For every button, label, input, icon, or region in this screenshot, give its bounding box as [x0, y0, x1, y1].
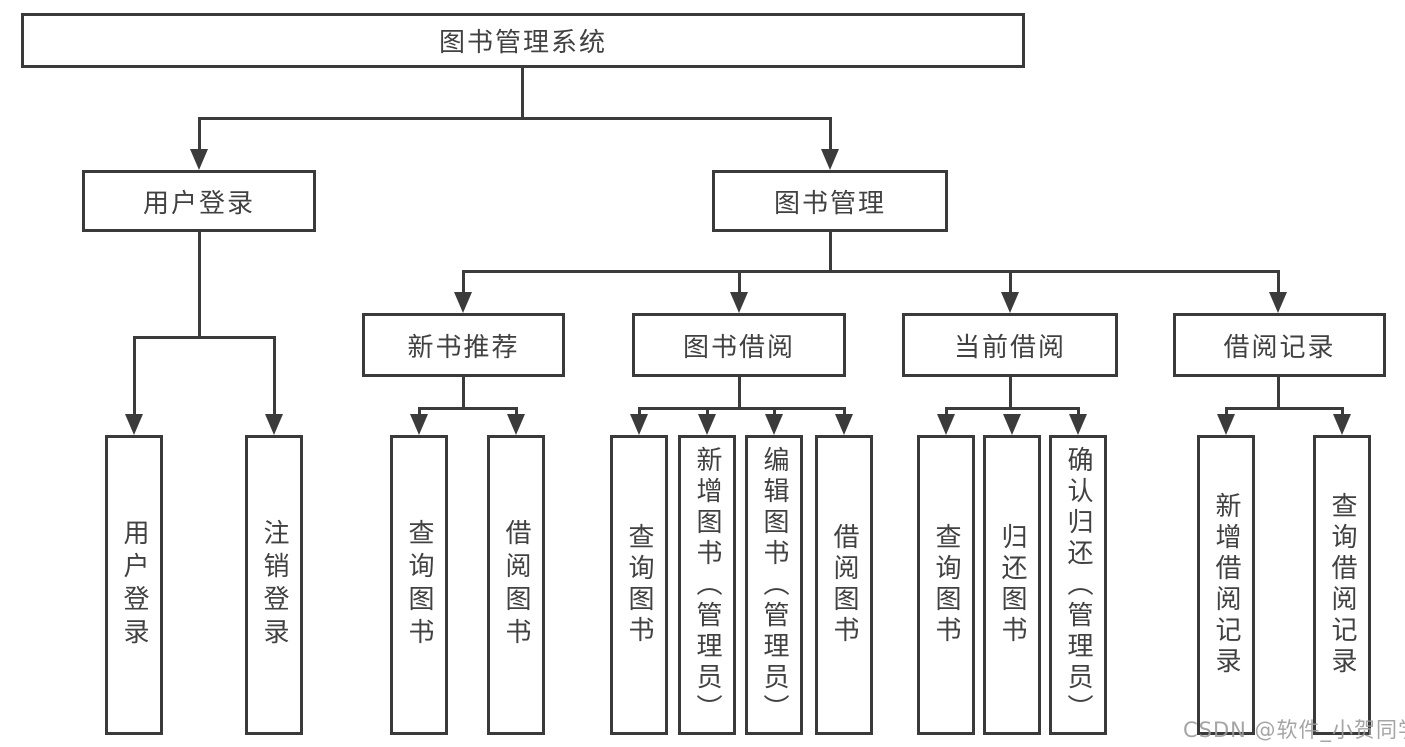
connector-line — [1009, 375, 1012, 409]
arrow-down-icon — [835, 414, 853, 435]
connector-line — [462, 375, 465, 409]
connector-line — [773, 407, 776, 417]
connector-line — [945, 407, 1080, 410]
connector-line — [462, 270, 465, 295]
connector-line — [418, 407, 518, 410]
node-root: 图书管理系统 — [21, 13, 1025, 68]
arrow-down-icon — [454, 292, 472, 313]
arrow-down-icon — [410, 414, 428, 435]
arrow-down-icon — [1217, 414, 1235, 435]
connector-line — [1277, 375, 1280, 409]
connector-line — [945, 407, 948, 417]
arrow-down-icon — [937, 414, 955, 435]
arrow-down-icon — [507, 414, 525, 435]
connector-line — [1341, 407, 1344, 417]
connector-line — [273, 336, 276, 416]
leaf-return-books: 归还图书 — [983, 435, 1041, 735]
connector-line — [638, 407, 846, 410]
connector-line — [738, 270, 741, 295]
connector-line — [462, 270, 1280, 273]
node-book-borrowing: 图书借阅 — [632, 313, 846, 377]
leaf-add-borrow-record: 新增借阅记录 — [1197, 435, 1255, 735]
leaf-query-books-recommend: 查询图书 — [390, 435, 448, 735]
leaf-logout: 注销登录 — [245, 435, 303, 735]
arrow-down-icon — [765, 414, 783, 435]
connector-line — [706, 407, 709, 417]
connector-line — [133, 336, 276, 339]
connector-line — [829, 231, 832, 272]
arrow-down-icon — [630, 414, 648, 435]
node-new-book-recommend: 新书推荐 — [362, 313, 565, 377]
arrow-down-icon — [1003, 414, 1021, 435]
leaf-borrow-books-recommend: 借阅图书 — [487, 435, 545, 735]
arrow-down-icon — [730, 292, 748, 313]
connector-line — [843, 407, 846, 417]
connector-line — [1077, 407, 1080, 417]
connector-line — [829, 117, 832, 153]
node-user-login-branch: 用户登录 — [82, 170, 316, 232]
connector-line — [521, 66, 524, 118]
connector-line — [418, 407, 421, 417]
connector-line — [515, 407, 518, 417]
leaf-confirm-return-admin: 确认归还（管理员） — [1049, 435, 1107, 735]
connector-line — [1225, 407, 1344, 410]
connector-line — [198, 231, 201, 338]
leaf-query-books-borrow: 查询图书 — [610, 435, 668, 735]
arrow-down-icon — [190, 149, 208, 170]
connector-line — [1277, 270, 1280, 295]
connector-line — [133, 336, 136, 416]
arrow-down-icon — [1001, 292, 1019, 313]
arrow-down-icon — [698, 414, 716, 435]
arrow-down-icon — [1069, 414, 1087, 435]
connector-line — [1009, 270, 1012, 295]
leaf-query-borrow-record: 查询借阅记录 — [1313, 435, 1371, 735]
connector-line — [198, 117, 201, 153]
connector-line — [1225, 407, 1228, 417]
leaf-borrow-books: 借阅图书 — [815, 435, 873, 735]
leaf-add-books-admin: 新增图书（管理员） — [678, 435, 736, 735]
connector-line — [738, 375, 741, 409]
arrow-down-icon — [821, 149, 839, 170]
connector-line — [638, 407, 641, 417]
csdn-watermark: CSDN @软件_小贺同学 — [1183, 718, 1405, 742]
arrow-down-icon — [265, 414, 283, 435]
node-book-management: 图书管理 — [712, 170, 948, 232]
leaf-user-login: 用户登录 — [105, 435, 163, 735]
node-current-borrowing: 当前借阅 — [902, 313, 1118, 377]
leaf-edit-books-admin: 编辑图书（管理员） — [745, 435, 803, 735]
connector-line — [198, 117, 831, 120]
arrow-down-icon — [1269, 292, 1287, 313]
node-borrow-records: 借阅记录 — [1173, 313, 1386, 377]
leaf-query-books-current: 查询图书 — [917, 435, 975, 735]
arrow-down-icon — [125, 414, 143, 435]
arrow-down-icon — [1333, 414, 1351, 435]
